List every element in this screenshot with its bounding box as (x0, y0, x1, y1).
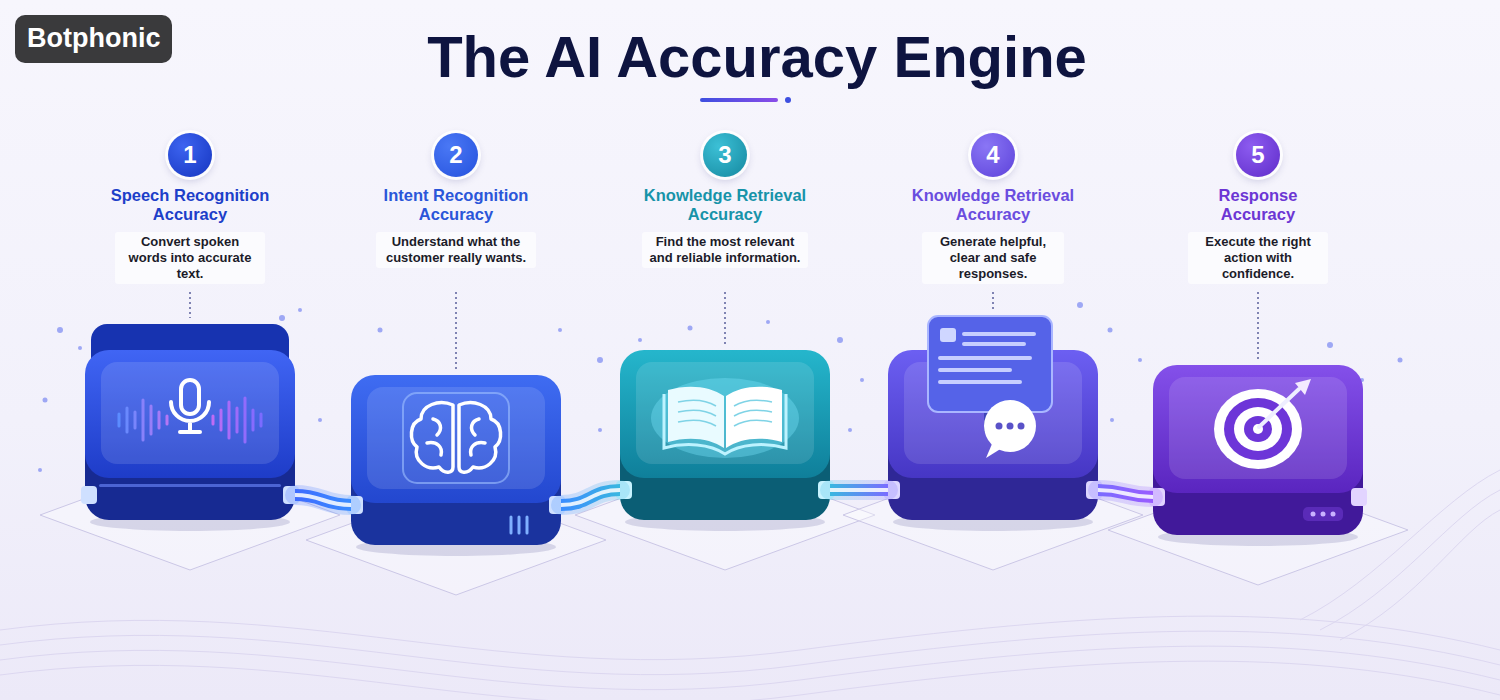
step-heading: Intent Recognition Accuracy (356, 186, 556, 224)
number-badge: 3 (703, 133, 747, 177)
light-pipe (830, 490, 888, 491)
step-card: Knowledge Retrieval AccuracyFind the mos… (620, 180, 830, 520)
callout-number: 5 (1251, 141, 1264, 169)
callout-number: 2 (449, 141, 462, 169)
logo-text: Botphonic (27, 21, 160, 55)
knowledge-block (616, 350, 834, 520)
intent-block (347, 375, 565, 545)
step-description: Convert spoken words into accurate text. (115, 232, 265, 284)
diagram-title: The AI Accuracy Engine (0, 22, 1500, 92)
step-heading: Speech Recognition Accuracy (90, 186, 290, 224)
light-pipe (561, 490, 620, 505)
action-block (1149, 365, 1367, 535)
number-badge: 1 (168, 133, 212, 177)
step-description: Generate helpful, clear and safe respons… (922, 232, 1064, 284)
step-card: Speech Recognition AccuracyConvert spoke… (85, 180, 295, 520)
logo-badge: Botphonic (15, 15, 172, 63)
light-pipe (295, 495, 351, 505)
step-description: Find the most relevant and reliable info… (642, 232, 808, 268)
step-card: Response AccuracyExecute the right actio… (1153, 180, 1363, 535)
callout-number: 3 (718, 141, 731, 169)
step-heading: Response Accuracy (1198, 186, 1318, 224)
title-underline (700, 97, 791, 103)
step-heading: Knowledge Retrieval Accuracy (625, 186, 825, 224)
step-heading: Knowledge Retrieval Accuracy (893, 186, 1093, 224)
step-description: Execute the right action with confidence… (1188, 232, 1328, 284)
number-badge: 5 (1236, 133, 1280, 177)
number-badge: 4 (971, 133, 1015, 177)
callout-number: 4 (986, 141, 999, 169)
callout-number: 1 (183, 141, 196, 169)
step-description: Understand what the customer really want… (376, 232, 536, 268)
light-pipe (1098, 490, 1153, 497)
number-badge: 2 (434, 133, 478, 177)
step-card: Knowledge Retrieval AccuracyGenerate hel… (888, 180, 1098, 520)
speech-block (81, 324, 299, 520)
step-card: Intent Recognition AccuracyUnderstand wh… (351, 180, 561, 545)
response-block (884, 316, 1102, 520)
